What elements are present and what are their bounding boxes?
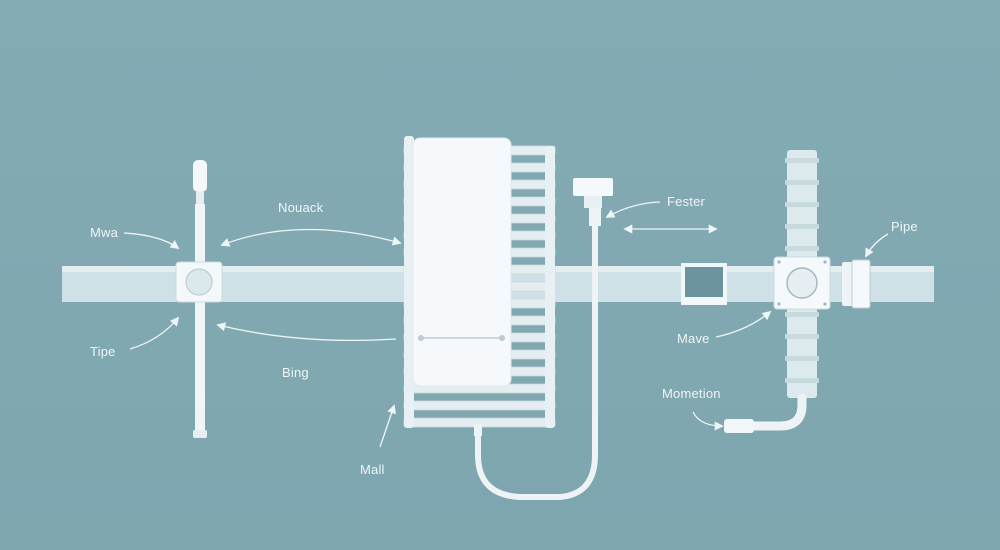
flex-hose (475, 178, 613, 500)
label-mometion: Mometion (662, 386, 721, 401)
arrow-tipe (129, 316, 180, 350)
pipe-ring (785, 224, 819, 229)
label-nouack: Nouack (278, 200, 324, 215)
pipe-ring (785, 158, 819, 163)
label-mall: Mall (360, 462, 385, 477)
arrow-pipe (865, 233, 889, 258)
arrow-mave (715, 310, 772, 338)
pipe-ring (785, 312, 819, 317)
label-mave: Mave (677, 331, 710, 346)
label-bing: Bing (282, 365, 309, 380)
right-cross-fitting (773, 256, 871, 310)
valve-box (681, 263, 727, 305)
arrow-mometion (692, 411, 724, 431)
pipe-ring (785, 202, 819, 207)
arrow-bing (216, 322, 397, 342)
left-vertical-stem (193, 160, 207, 438)
arrow-mwa (123, 232, 180, 250)
left-junction-fitting (175, 261, 223, 303)
arrow-mall (379, 404, 396, 448)
pipe-ring (785, 356, 819, 361)
annotation-arrows (123, 201, 889, 448)
arrow-fester (605, 201, 661, 218)
pipe-ring (785, 180, 819, 185)
label-fester: Fester (667, 194, 706, 209)
radiator-fin (403, 400, 556, 411)
arrow-nouack (220, 228, 402, 247)
pipe-ring (785, 246, 819, 251)
pipe-ring (785, 378, 819, 383)
pipe-ring (785, 334, 819, 339)
radiator-block (403, 136, 556, 436)
label-tipe: Tipe (90, 344, 116, 359)
label-mwa: Mwa (90, 225, 119, 240)
label-pipe: Pipe (891, 219, 918, 234)
